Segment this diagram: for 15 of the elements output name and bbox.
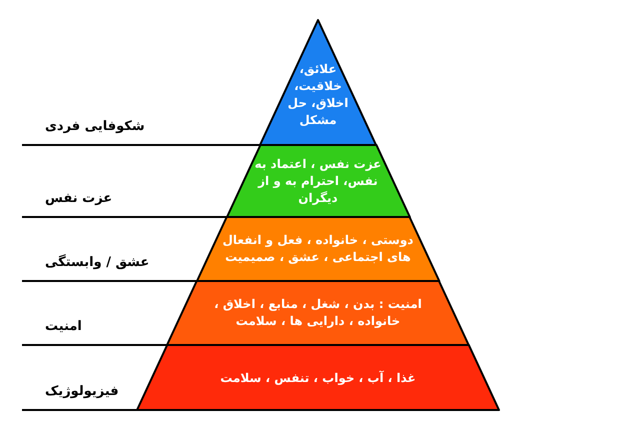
level-text: عزت نفس ، اعتماد به نفس، احترام به و از دیگران (254, 156, 382, 206)
level-text: غذا ، آب ، خواب ، تنفس ، سلامت (219, 370, 417, 386)
pyramid-level (226, 145, 410, 217)
level-label: شکوفایی فردی (45, 119, 145, 135)
level-text: امنیت : بدن ، شغل ، منابع ، اخلاق ، خانواده ، دارایی ها ، سلامت (213, 296, 423, 330)
pyramid-level (260, 20, 376, 145)
level-label: عزت نفس (45, 191, 112, 207)
level-label: امنیت (45, 319, 82, 335)
level-label: عشق / وابستگی (45, 255, 150, 271)
level-text: علائق، خلاقیت، اخلاق، حل مشکل (286, 61, 350, 129)
pyramid-level (196, 217, 440, 281)
pyramid-level (167, 281, 469, 345)
level-label: فیزیولوژیک (45, 384, 119, 400)
pyramid-level (137, 345, 499, 410)
level-text: دوستی ، خانواده ، فعل و انفعال های اجتماعی ، عشق ، صمیمیت (222, 232, 414, 266)
